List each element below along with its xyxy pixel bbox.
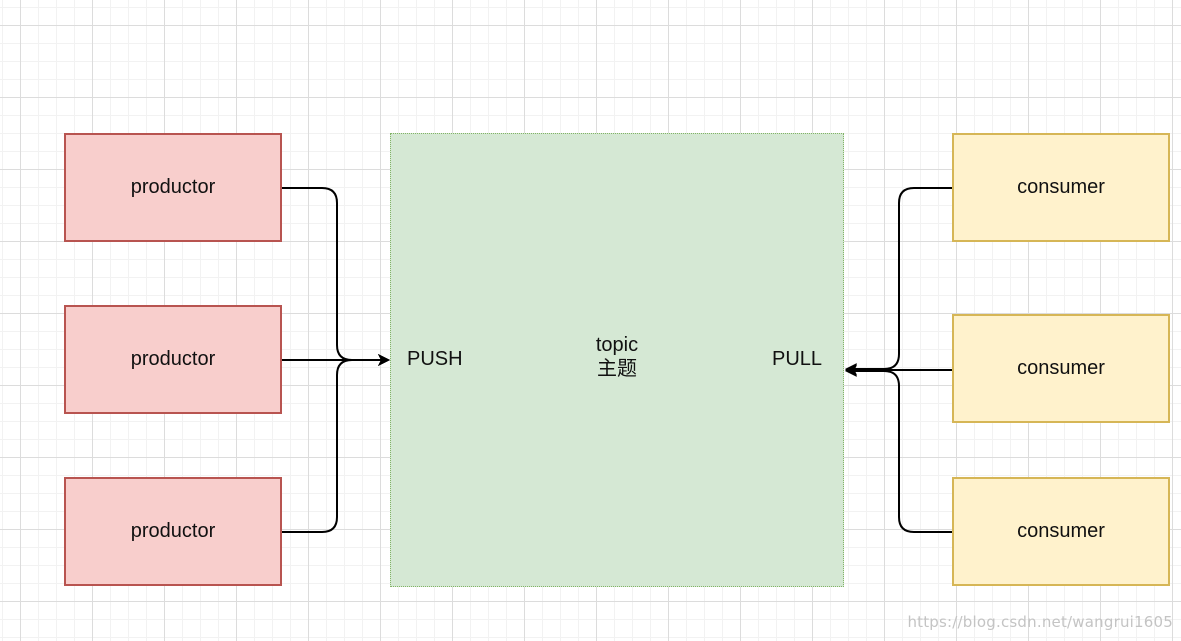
consumer-label: consumer [1017,176,1105,198]
push-label: PUSH [407,348,463,370]
consumer-label: consumer [1017,357,1105,379]
producer-label: productor [130,176,216,198]
edge-consumer-3-to-topic [845,365,952,533]
producer-label: productor [130,348,216,370]
topic-subtitle: 主题 [597,358,637,380]
watermark-text: https://blog.csdn.net/wangrui1605 [907,613,1173,631]
consumer-label: consumer [1017,520,1105,542]
consumer-node-3[interactable]: consumer [952,477,1170,586]
topic-node[interactable]: topic 主题 PUSH PULL [390,133,844,587]
consumer-node-2[interactable]: consumer [952,314,1170,423]
topic-label: topic 主题 [391,333,843,381]
producer-node-1[interactable]: productor [64,133,282,242]
producer-node-3[interactable]: productor [64,477,282,586]
consumer-node-1[interactable]: consumer [952,133,1170,242]
producer-node-2[interactable]: productor [64,305,282,414]
pull-label: PULL [772,348,823,370]
edge-producer-1-to-topic [282,187,390,366]
edge-producer-3-to-topic [282,354,390,533]
edge-consumer-1-to-topic [845,187,952,375]
topic-title: topic [595,334,639,356]
producer-label: productor [130,520,216,542]
